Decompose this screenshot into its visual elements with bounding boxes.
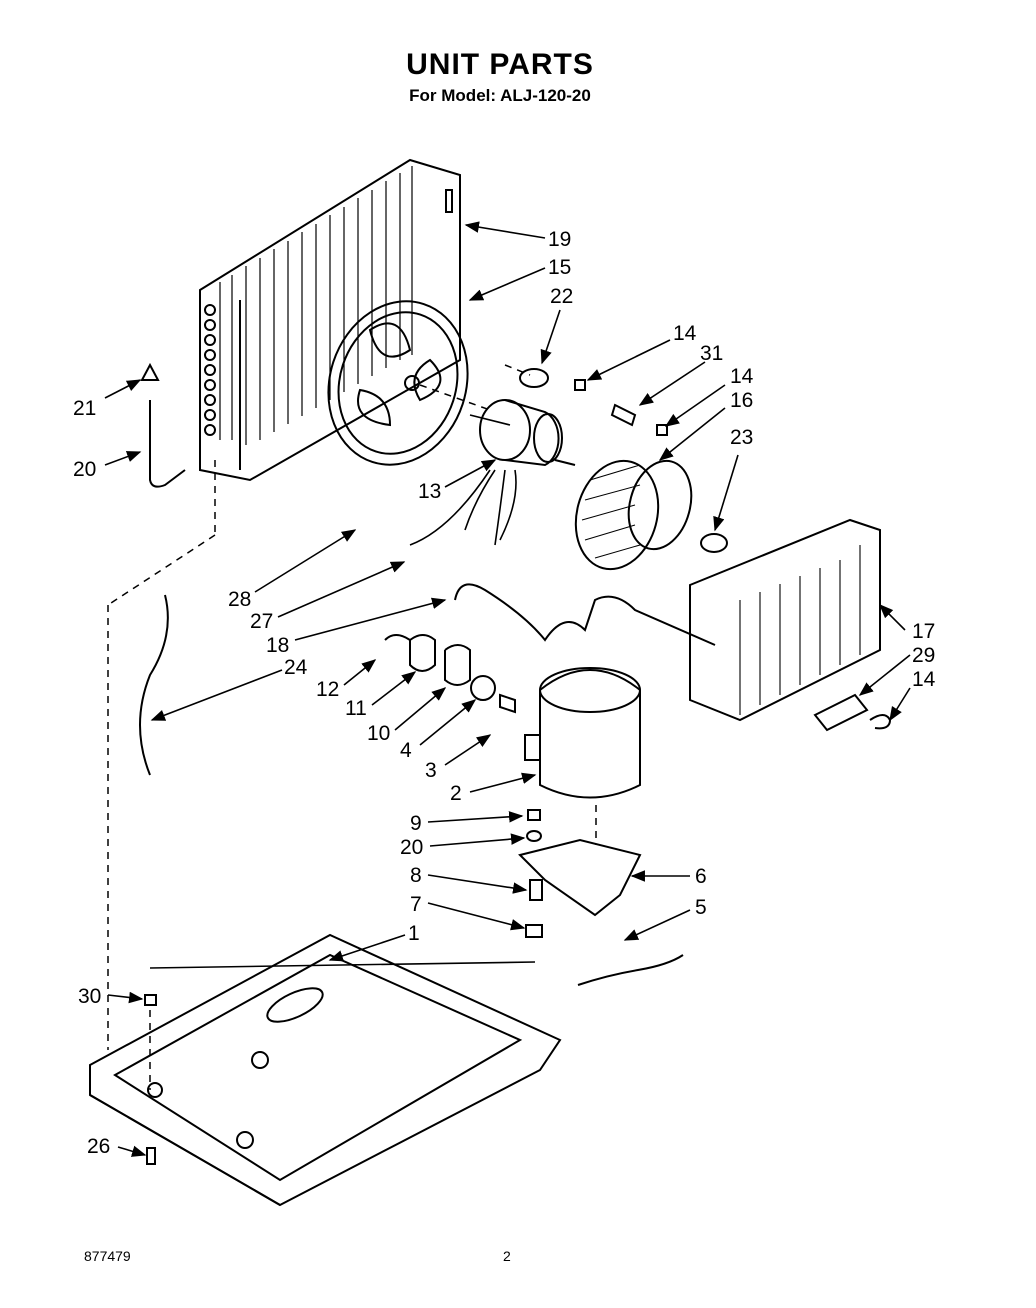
refrigerant-tube [454,583,716,646]
callout-26: 27 [250,610,273,633]
callout-27: 28 [228,588,251,611]
callout-28: 29 [912,644,935,667]
hardware-upper [504,364,728,553]
callout-20: 19 [548,228,571,251]
compressor [524,667,641,799]
callout-5: 5 [695,896,707,919]
condenser-coil [199,158,461,482]
callout-3: 3 [425,759,437,782]
relay-overload-parts [384,634,516,714]
callout-8: 8 [410,864,422,887]
callout-22: 20 [73,458,96,481]
callout-10: 10 [367,722,390,745]
callout-19: 18 [266,634,289,657]
base-pan [89,933,562,1207]
callout-4: 4 [400,739,412,762]
blower-wheel [574,459,693,571]
document-number: 877479 [84,1248,131,1264]
page-subtitle: For Model: ALJ-120-20 [409,86,591,105]
mounting-hardware [518,805,684,986]
callout-2: 2 [450,782,462,805]
callout-25: 24 [284,656,308,679]
callout-11: 11 [345,697,367,720]
callout-13: 13 [418,480,441,503]
callout-24: 23 [730,426,753,449]
callout-31: 31 [700,342,723,365]
callout-23: 21 [73,397,96,420]
wire-harness [139,594,169,776]
alignment-lines [107,460,536,1090]
callout-24: 22 [550,285,573,308]
callout-16: 16 [730,389,753,412]
callout-14: 14 [673,322,697,345]
callout-17: 15 [548,256,571,279]
page-number: 2 [503,1248,511,1264]
callout-15: 14 [912,668,936,691]
callout-21: 20 [400,836,423,859]
callout-29: 26 [87,1135,110,1158]
callout-7: 7 [410,893,422,916]
leader-lines [104,221,911,1157]
callout-1: 1 [408,922,420,945]
fan-motor [409,399,576,546]
callout-6: 6 [695,865,707,888]
callout-12: 12 [316,678,339,701]
callout-18: 17 [912,620,935,643]
callout-30: 30 [78,985,101,1008]
callout-9: 9 [410,812,422,835]
callout-labels: 19 15 22 14 31 14 16 23 21 20 13 28 27 1… [73,228,936,1158]
callout-14: 14 [730,365,754,388]
condenser-fan [327,300,491,466]
drain-tube [140,362,186,488]
page-title: UNIT PARTS [406,48,594,81]
